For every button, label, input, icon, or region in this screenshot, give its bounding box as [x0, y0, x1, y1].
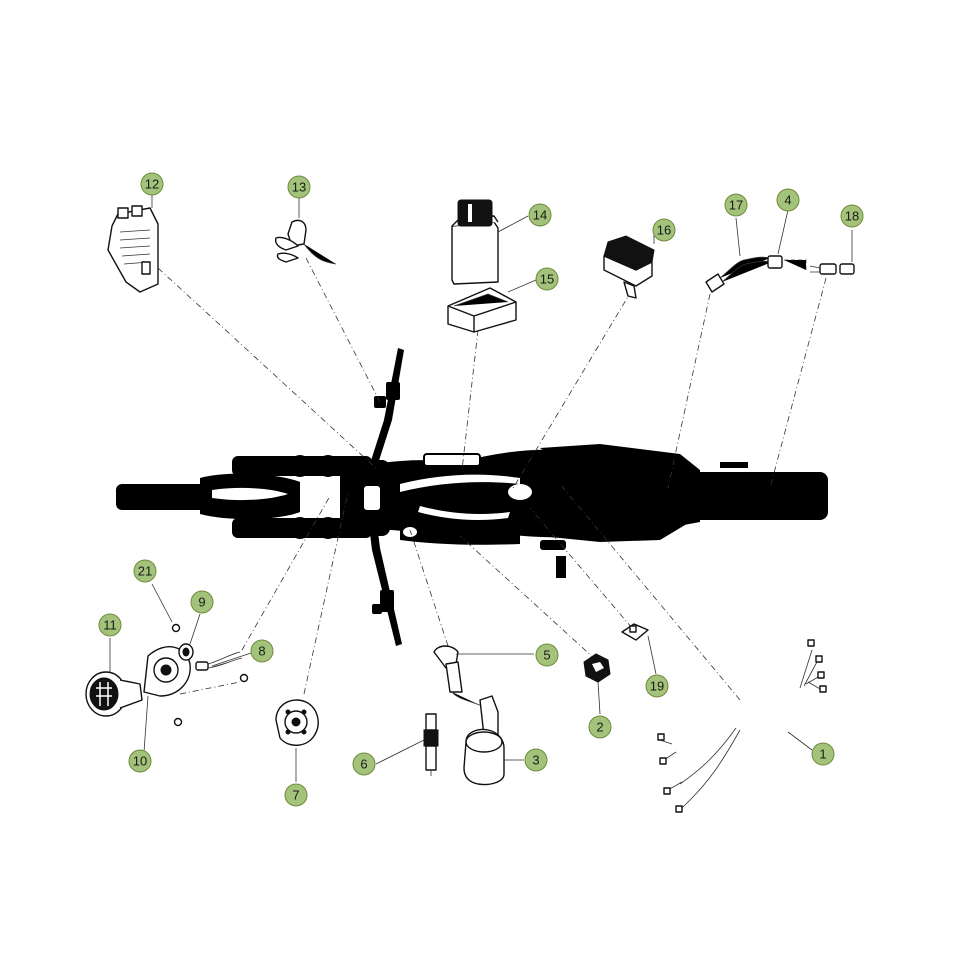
part-13-switch [274, 198, 337, 265]
part-16-relay [603, 232, 655, 299]
callout-circle [645, 674, 669, 698]
callout-label: 13 [292, 180, 306, 195]
callout-label: 3 [532, 753, 539, 768]
part-17-wire [705, 217, 773, 293]
callout-8: 8 [250, 639, 274, 663]
callout-label: 16 [657, 223, 671, 238]
callout-label: 2 [596, 720, 603, 735]
callout-label: 6 [360, 757, 367, 772]
callout-label: 17 [729, 198, 743, 213]
callout-label: 21 [138, 564, 152, 579]
part-9-grommet [178, 613, 201, 661]
part-8-socket [195, 651, 255, 671]
callout-label: 8 [258, 644, 265, 659]
part-6-spark-plug [375, 713, 439, 776]
callout-label: 1 [819, 747, 826, 762]
callout-circle [140, 172, 164, 196]
callout-circle [284, 783, 308, 807]
part-4-nut [767, 209, 807, 270]
callout-circle [250, 639, 274, 663]
part-15-holder [447, 279, 537, 333]
leader-lines [157, 257, 827, 701]
callout-label: 12 [145, 177, 159, 192]
callout-16: 16 [652, 218, 676, 242]
callout-circle [287, 175, 311, 199]
callout-circle [133, 559, 157, 583]
callout-label: 18 [845, 209, 859, 224]
part-2-cap [583, 653, 611, 715]
callout-2: 2 [588, 715, 612, 739]
callout-label: 9 [198, 595, 205, 610]
callout-17: 17 [724, 193, 748, 217]
callout-circle [352, 752, 376, 776]
callout-circle [190, 590, 214, 614]
part-18-connector [809, 230, 855, 275]
part-5-plug-cap [433, 645, 534, 709]
callout-18: 18 [840, 204, 864, 228]
part-7-stator [275, 699, 319, 782]
callout-3: 3 [524, 748, 548, 772]
callouts: 1 2 3 4 5 6 7 8 9 10 11 12 13 14 15 16 1… [98, 172, 864, 807]
callout-11: 11 [98, 613, 122, 637]
callout-label: 15 [540, 272, 554, 287]
part-19-clip [621, 623, 657, 675]
part-10-bracket [143, 646, 191, 753]
part-1-wiring-harness [657, 639, 827, 813]
callout-circle [724, 193, 748, 217]
callout-circle [588, 715, 612, 739]
callout-9: 9 [190, 590, 214, 614]
motorcycle-silhouette [116, 348, 828, 646]
callout-circle [524, 748, 548, 772]
callout-label: 5 [543, 648, 550, 663]
callout-14: 14 [528, 203, 552, 227]
callout-circle [535, 643, 559, 667]
callout-4: 4 [776, 188, 800, 212]
callout-circle [840, 204, 864, 228]
callout-13: 13 [287, 175, 311, 199]
callout-label: 11 [103, 618, 117, 633]
callout-circle [811, 742, 835, 766]
callout-circle [128, 749, 152, 773]
callout-circle [528, 203, 552, 227]
callout-15: 15 [535, 267, 559, 291]
callout-10: 10 [128, 749, 152, 773]
callout-circle [535, 267, 559, 291]
callout-7: 7 [284, 783, 308, 807]
callout-1: 1 [811, 742, 835, 766]
part-12-regulator [107, 194, 159, 293]
callout-label: 10 [133, 754, 147, 769]
part-21-screws [151, 583, 249, 727]
callout-label: 7 [292, 788, 299, 803]
callout-5: 5 [535, 643, 559, 667]
callout-19: 19 [645, 674, 669, 698]
callout-circle [98, 613, 122, 637]
part-11-headlight [85, 638, 143, 717]
callout-label: 14 [533, 208, 547, 223]
callout-label: 19 [650, 679, 664, 694]
callout-6: 6 [352, 752, 376, 776]
callout-12: 12 [140, 172, 164, 196]
callout-circle [652, 218, 676, 242]
callout-label: 4 [784, 193, 791, 208]
part-3-ignition-coil [463, 695, 524, 786]
callout-21: 21 [133, 559, 157, 583]
callout-circle [776, 188, 800, 212]
part-14-cdi [451, 199, 529, 285]
